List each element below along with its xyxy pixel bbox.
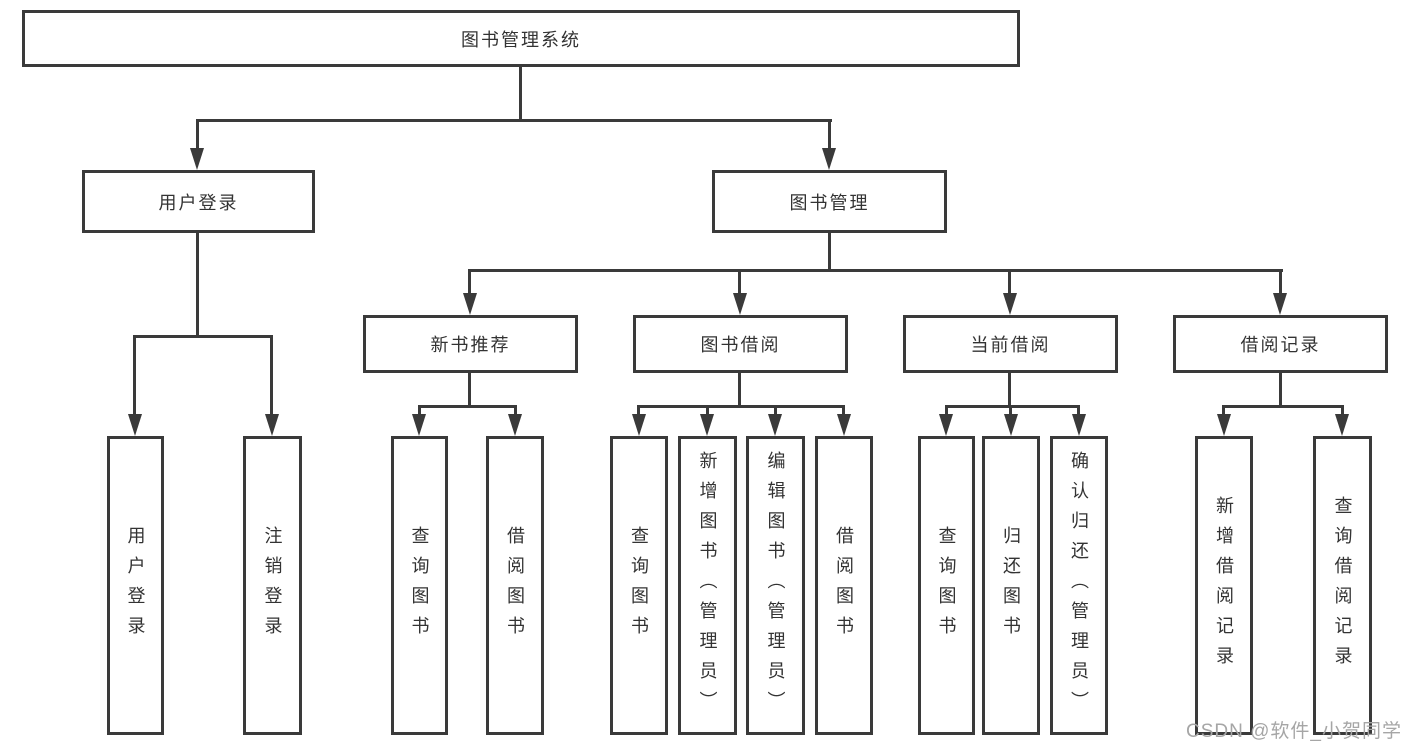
connector-line [468, 269, 471, 295]
node-leaf-add-borrow-record: 新增借阅记录 [1195, 436, 1253, 735]
arrow-down [768, 414, 782, 436]
connector-line [196, 119, 199, 152]
connector-line [945, 405, 948, 418]
connector-line [270, 335, 273, 416]
node-library-management-system: 图书管理系统 [22, 10, 1020, 67]
connector-line [133, 335, 273, 338]
connector-line [1279, 269, 1282, 295]
node-new-book-recommend: 新书推荐 [363, 315, 578, 373]
node-user-login: 用户登录 [82, 170, 315, 233]
arrow-down [412, 414, 426, 436]
connector-line [945, 405, 1080, 408]
node-leaf-user-login: 用户登录 [107, 436, 164, 735]
arrow-down [1003, 293, 1017, 315]
node-book-management: 图书管理 [712, 170, 947, 233]
node-leaf-add-book-admin: 新增图书（管理员） [678, 436, 737, 735]
connector-line [738, 269, 741, 295]
node-leaf-borrow-books: 借阅图书 [486, 436, 544, 735]
connector-line [637, 405, 845, 408]
node-leaf-borrow-books: 借阅图书 [815, 436, 873, 735]
arrow-down [128, 414, 142, 436]
arrow-down [939, 414, 953, 436]
connector-line [196, 233, 199, 338]
connector-line [133, 335, 136, 416]
connector-line [196, 119, 832, 122]
connector-line [774, 405, 777, 418]
arrow-down [1004, 414, 1018, 436]
connector-line [1222, 405, 1225, 418]
arrow-down [265, 414, 279, 436]
connector-line [1008, 373, 1011, 408]
arrow-down [1335, 414, 1349, 436]
arrow-down [1217, 414, 1231, 436]
arrow-down [700, 414, 714, 436]
node-leaf-confirm-return-admin: 确认归还（管理员） [1050, 436, 1108, 735]
arrow-down [632, 414, 646, 436]
connector-line [519, 67, 522, 122]
connector-line [468, 373, 471, 408]
node-current-borrowing: 当前借阅 [903, 315, 1118, 373]
connector-line [828, 233, 831, 272]
connector-line [738, 373, 741, 408]
connector-line [1341, 405, 1344, 418]
connector-line [1008, 269, 1011, 295]
arrow-down [463, 293, 477, 315]
node-leaf-query-books: 查询图书 [610, 436, 668, 735]
arrow-down [508, 414, 522, 436]
connector-line [418, 405, 421, 418]
connector-line [1222, 405, 1343, 408]
arrow-down [822, 148, 836, 170]
watermark: CSDN @软件_小贺同学 [1186, 721, 1402, 742]
arrow-down [733, 293, 747, 315]
arrow-down [1273, 293, 1287, 315]
connector-line [828, 119, 831, 152]
connector-line [842, 405, 845, 418]
node-book-borrowing: 图书借阅 [633, 315, 848, 373]
connector-line [514, 405, 517, 418]
connector-line [468, 269, 1283, 272]
node-borrowing-records: 借阅记录 [1173, 315, 1388, 373]
node-leaf-logout: 注销登录 [243, 436, 302, 735]
node-leaf-query-borrow-record: 查询借阅记录 [1313, 436, 1372, 735]
connector-line [637, 405, 640, 418]
node-leaf-edit-book-admin: 编辑图书（管理员） [746, 436, 805, 735]
connector-line [1077, 405, 1080, 418]
node-leaf-query-books: 查询图书 [918, 436, 975, 735]
arrow-down [190, 148, 204, 170]
connector-line [418, 405, 517, 408]
connector-line [706, 405, 709, 418]
connector-line [1279, 373, 1282, 408]
connector-line [1009, 405, 1012, 418]
arrow-down [1072, 414, 1086, 436]
arrow-down [837, 414, 851, 436]
node-leaf-return-books: 归还图书 [982, 436, 1040, 735]
node-leaf-query-books: 查询图书 [391, 436, 448, 735]
